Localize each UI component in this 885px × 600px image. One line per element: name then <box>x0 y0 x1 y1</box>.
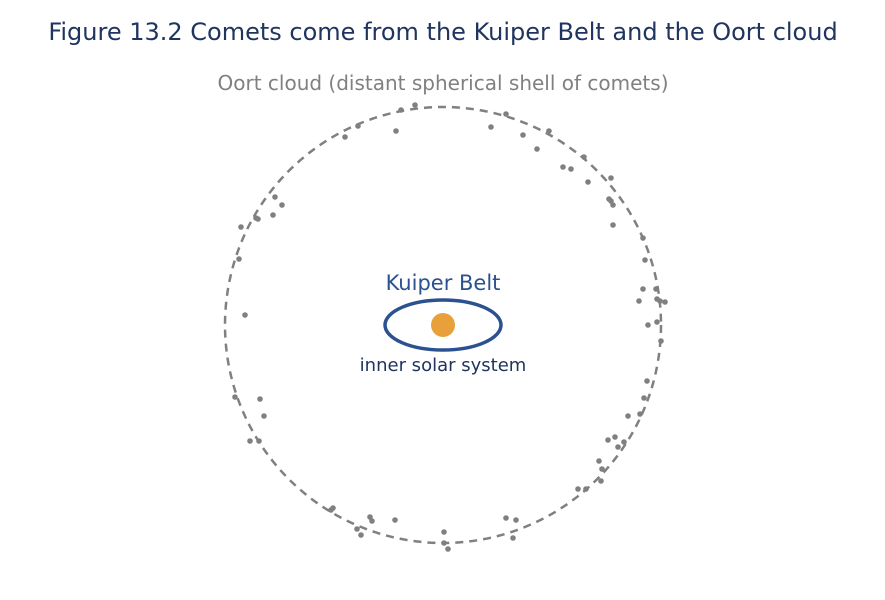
comet-dot <box>642 257 648 263</box>
comet-dot <box>585 179 591 185</box>
comet-dot <box>392 517 398 523</box>
comet-dot <box>236 256 242 262</box>
comet-dot <box>398 107 404 113</box>
comet-dot <box>608 175 614 181</box>
comet-dot <box>581 154 587 160</box>
comet-dot <box>621 439 627 445</box>
comet-dot <box>279 202 285 208</box>
comet-dot <box>255 216 261 222</box>
comet-dot <box>354 526 360 532</box>
comet-dot <box>640 235 646 241</box>
comet-dot <box>546 128 552 134</box>
comet-dot <box>247 438 253 444</box>
comet-dot <box>412 102 418 108</box>
comet-dot <box>568 166 574 172</box>
comet-dot <box>662 299 668 305</box>
comet-dot <box>257 396 263 402</box>
comet-dot <box>513 517 519 523</box>
inner-solar-system-label: inner solar system <box>360 355 527 376</box>
comet-dot <box>441 529 447 535</box>
comet-dot <box>238 224 244 230</box>
sun <box>431 313 455 337</box>
comet-dot <box>393 128 399 134</box>
comet-dot <box>441 540 447 546</box>
comet-dot <box>488 124 494 130</box>
comet-dot <box>445 546 451 552</box>
comet-dot <box>645 322 651 328</box>
kuiper-belt-ring <box>383 298 503 352</box>
comet-dot <box>658 338 664 344</box>
comet-dot <box>232 394 238 400</box>
comet-dot <box>261 413 267 419</box>
comet-dot <box>640 286 646 292</box>
comet-dot <box>637 411 643 417</box>
comet-dot <box>654 319 660 325</box>
comet-dot <box>534 146 540 152</box>
comet-dot <box>596 458 602 464</box>
oort-cloud-label: Oort cloud (distant spherical shell of c… <box>218 71 669 95</box>
comet-dot <box>503 515 509 521</box>
comet-dots <box>232 102 668 552</box>
comet-dot <box>272 194 278 200</box>
comet-dot <box>328 507 334 513</box>
comet-dot <box>625 413 631 419</box>
comet-dot <box>636 298 642 304</box>
comet-dot <box>605 437 611 443</box>
comet-dot <box>367 514 373 520</box>
comet-dot <box>503 111 509 117</box>
comet-dot <box>256 438 262 444</box>
comet-dot <box>641 395 647 401</box>
comet-dot <box>358 532 364 538</box>
comet-dot <box>510 535 516 541</box>
comet-dot <box>612 434 618 440</box>
comet-dot <box>583 486 589 492</box>
comet-dot <box>657 298 663 304</box>
comet-dot <box>520 132 526 138</box>
comet-dot <box>575 486 581 492</box>
comet-dot <box>270 212 276 218</box>
comet-dot <box>342 134 348 140</box>
comet-dot <box>598 478 604 484</box>
comet-dot <box>560 164 566 170</box>
comet-dot <box>242 312 248 318</box>
figure-title: Figure 13.2 Comets come from the Kuiper … <box>48 18 837 46</box>
comet-dot <box>653 286 659 292</box>
kuiper-belt-label: Kuiper Belt <box>386 271 501 295</box>
comet-dot <box>355 123 361 129</box>
comet-dot <box>610 222 616 228</box>
comet-dot <box>610 202 616 208</box>
comet-dot <box>644 378 650 384</box>
comet-dot <box>615 444 621 450</box>
comet-dot <box>599 466 605 472</box>
